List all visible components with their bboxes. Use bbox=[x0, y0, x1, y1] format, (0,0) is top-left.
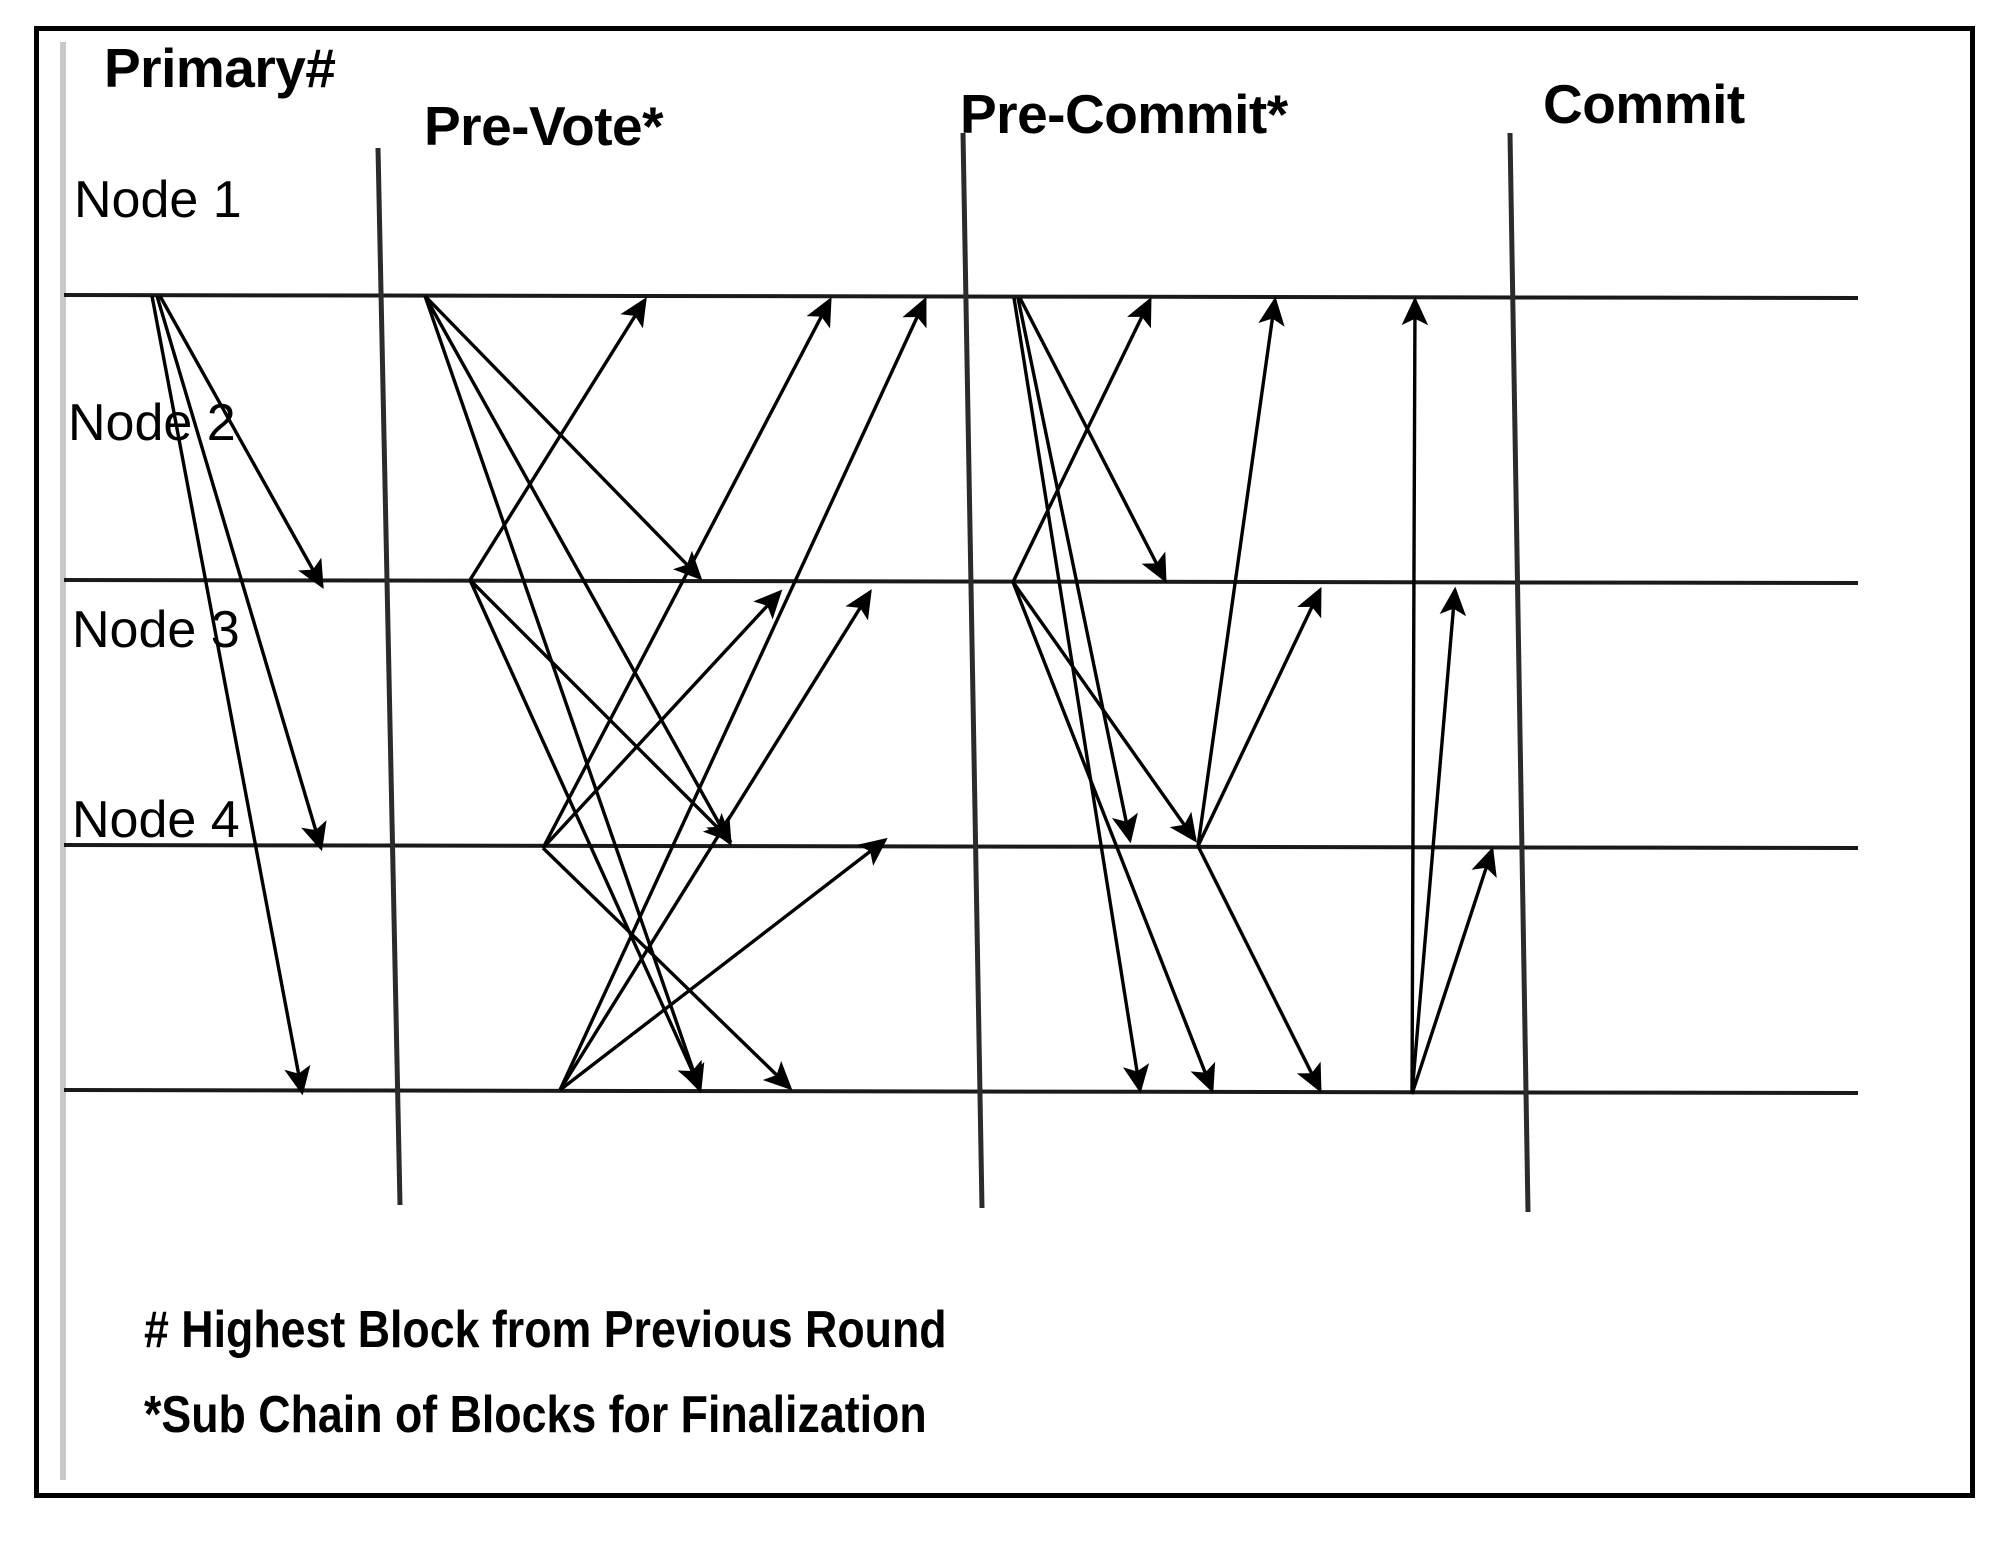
message-arrow-pre-commit-node-3-to-node-2 bbox=[1196, 586, 1322, 847]
message-arrow-pre-vote-node-1-to-node-2 bbox=[423, 294, 703, 581]
message-arrow-pre-commit-node-4-to-node-1 bbox=[1401, 296, 1429, 1095]
message-arrow-primary-node-1-to-node-4 bbox=[150, 295, 311, 1096]
caption-asterisk: *Sub Chain of Blocks for Finalization bbox=[144, 1386, 927, 1444]
message-arrow-group bbox=[150, 294, 1497, 1096]
message-arrow-pre-commit-node-1-to-node-3 bbox=[1016, 297, 1138, 844]
divider-prevote-precommit bbox=[960, 132, 985, 1209]
node-label-node-2: Node 2 bbox=[68, 394, 236, 452]
message-arrow-pre-vote-node-3-to-node-1 bbox=[541, 296, 832, 849]
node-lifeline-node-2 bbox=[63, 578, 1859, 585]
message-arrow-pre-commit-node-2-to-node-1 bbox=[1011, 296, 1152, 583]
node-lifeline-node-1 bbox=[63, 293, 1859, 300]
message-arrow-pre-vote-node-3-to-node-4 bbox=[541, 846, 793, 1091]
message-arrow-primary-node-1-to-node-2 bbox=[158, 295, 324, 589]
message-arrow-pre-commit-node-3-to-node-1 bbox=[1196, 296, 1285, 847]
message-arrow-pre-vote-node-1-to-node-3 bbox=[423, 295, 732, 846]
message-arrow-pre-commit-node-4-to-node-2 bbox=[1410, 586, 1467, 1095]
node-lane-group bbox=[63, 293, 1859, 1095]
message-arrow-pre-vote-node-2-to-node-3 bbox=[468, 578, 733, 843]
message-arrow-pre-vote-node-4-to-node-3 bbox=[558, 837, 888, 1092]
phase-divider-group bbox=[375, 132, 1531, 1213]
phase-label-pre-commit: Pre-Commit* bbox=[960, 83, 1288, 145]
phase-label-commit: Commit bbox=[1543, 73, 1745, 135]
message-arrow-pre-commit-node-1-to-node-4 bbox=[1012, 297, 1150, 1094]
divider-precommit-commit bbox=[1507, 132, 1531, 1213]
message-arrow-pre-vote-node-4-to-node-1 bbox=[558, 296, 927, 1091]
message-arrow-pre-vote-node-2-to-node-4 bbox=[468, 579, 702, 1092]
caption-hash: # Highest Block from Previous Round bbox=[144, 1301, 947, 1359]
message-arrow-primary-node-1-to-node-3 bbox=[155, 295, 327, 852]
message-arrow-pre-commit-node-3-to-node-4 bbox=[1196, 845, 1322, 1094]
message-arrow-pre-vote-node-3-to-node-2 bbox=[541, 589, 783, 850]
message-arrow-pre-commit-node-4-to-node-3 bbox=[1410, 846, 1497, 1095]
message-arrow-pre-commit-node-2-to-node-3 bbox=[1011, 581, 1197, 843]
node-lifeline-node-3 bbox=[63, 843, 1859, 850]
node-lifeline-node-4 bbox=[63, 1088, 1859, 1095]
message-arrow-pre-vote-node-2-to-node-1 bbox=[468, 297, 647, 581]
message-arrow-pre-commit-node-1-to-node-2 bbox=[1018, 297, 1167, 584]
message-arrow-pre-vote-node-4-to-node-2 bbox=[558, 589, 872, 1091]
node-label-node-4: Node 4 bbox=[72, 791, 240, 849]
node-label-node-1: Node 1 bbox=[74, 171, 242, 229]
node-label-node-3: Node 3 bbox=[72, 601, 240, 659]
diagram-frame bbox=[34, 26, 1975, 1498]
phase-label-pre-vote: Pre-Vote* bbox=[424, 95, 664, 157]
phase-label-primary: Primary# bbox=[104, 37, 336, 99]
message-arrow-pre-commit-node-2-to-node-4 bbox=[1011, 581, 1216, 1094]
divider-primary-prevote bbox=[375, 147, 403, 1206]
message-arrow-pre-vote-node-1-to-node-4 bbox=[423, 295, 705, 1094]
